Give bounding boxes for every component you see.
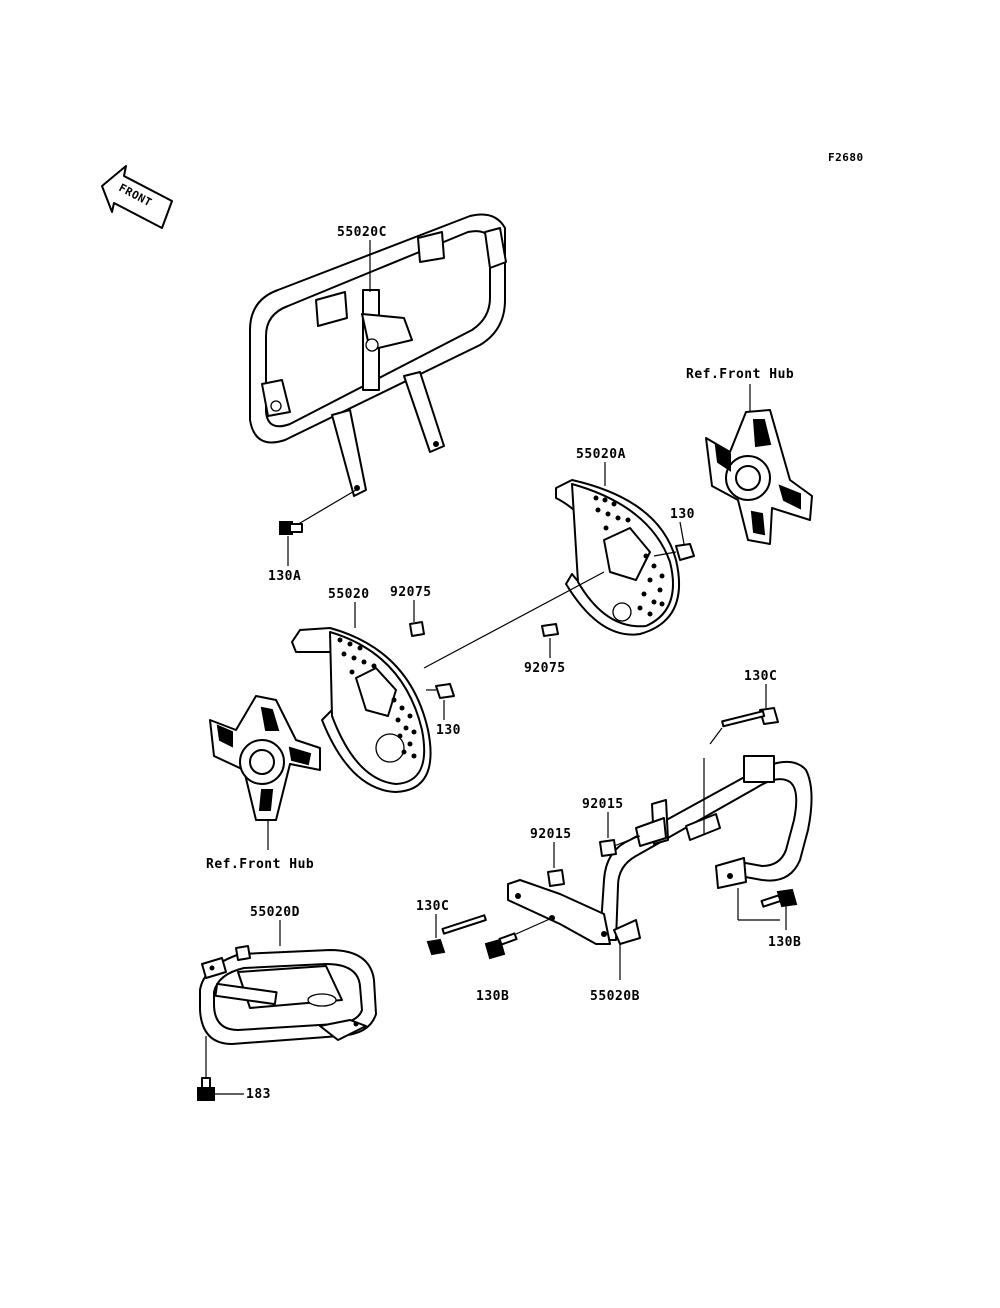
label-130C-right: 130C <box>744 669 777 684</box>
label-ref-front-hub-top: Ref.Front Hub <box>686 367 794 382</box>
label-130-mid: 130 <box>436 723 461 738</box>
label-55020B: 55020B <box>590 989 640 1004</box>
nut-92075-right <box>541 623 559 637</box>
nut-92075-left <box>409 621 425 637</box>
bolt-130-top <box>653 543 695 561</box>
label-92015-left: 92015 <box>530 827 572 842</box>
label-55020D: 55020D <box>250 905 300 920</box>
label-92075-left: 92075 <box>390 585 432 600</box>
label-ref-front-hub-bottom: Ref.Front Hub <box>206 857 314 872</box>
label-55020C: 55020C <box>337 225 387 240</box>
nut-92015-left <box>547 869 565 887</box>
label-130B-right: 130B <box>768 935 801 950</box>
nut-92015-right <box>599 835 641 857</box>
disc-cover-55020A <box>555 479 680 636</box>
guard-frame-55020B <box>507 755 813 945</box>
label-130C-left: 130C <box>416 899 449 914</box>
label-55020: 55020 <box>328 587 370 602</box>
label-92015-right: 92015 <box>582 797 624 812</box>
bolt-130C-right <box>709 707 779 745</box>
label-92075-right: 92075 <box>524 661 566 676</box>
label-55020A: 55020A <box>576 447 626 462</box>
figure-code: F2680 <box>828 151 864 164</box>
guard-frame-55020C <box>249 213 507 497</box>
front-hub-bottom <box>209 695 321 821</box>
skid-guard-55020D <box>199 945 377 1045</box>
front-direction-arrow-icon: FRONT <box>101 165 173 229</box>
front-hub-top <box>705 409 813 545</box>
bolt-130B-left <box>484 917 553 960</box>
bolt-130A <box>279 489 357 535</box>
bolt-130B-right <box>760 888 798 908</box>
label-183: 183 <box>246 1087 271 1102</box>
label-130A: 130A <box>268 569 301 584</box>
bolt-130C-left <box>426 914 487 956</box>
disc-cover-55020 <box>291 627 432 793</box>
label-130-top: 130 <box>670 507 695 522</box>
bolt-130-mid <box>426 683 455 699</box>
bolt-183 <box>197 1077 215 1101</box>
label-130B-left: 130B <box>476 989 509 1004</box>
